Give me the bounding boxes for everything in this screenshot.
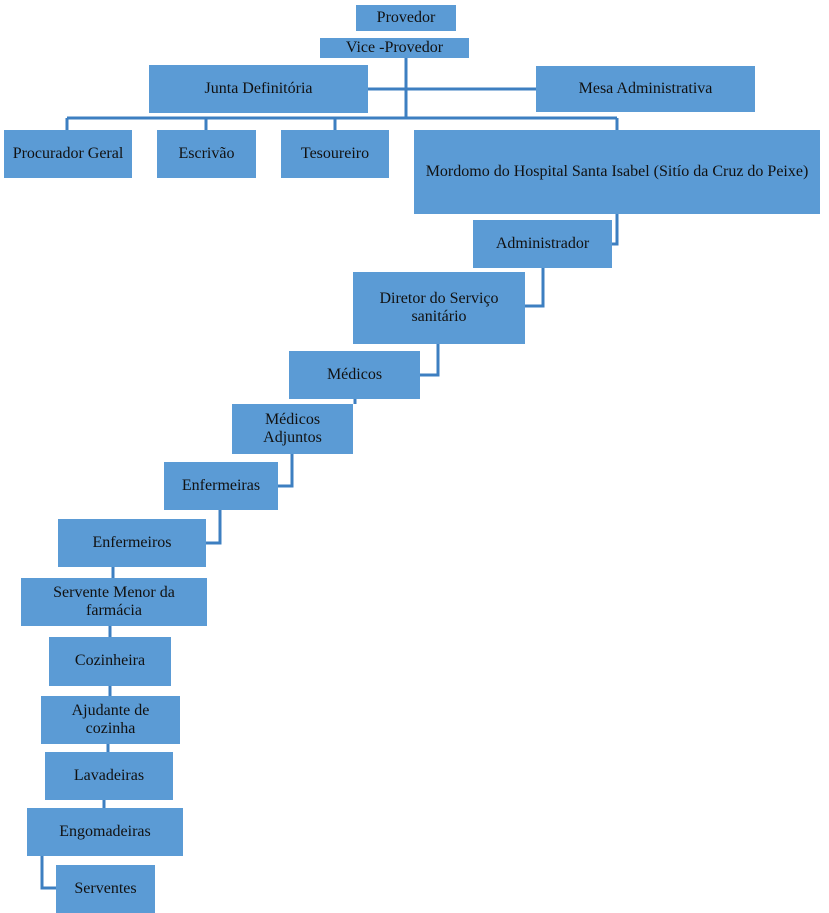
node-label: Junta Definitória	[204, 79, 313, 97]
connector-mordomo-administrador	[612, 214, 619, 246]
node-medicos-adjuntos: Médicos Adjuntos	[232, 404, 353, 454]
node-ajudante-cozinha: Ajudante de cozinha	[41, 696, 180, 744]
node-label: Procurador Geral	[12, 144, 124, 162]
node-label: Ajudante de cozinha	[71, 701, 150, 737]
connector-administrador-diretor	[525, 268, 545, 308]
node-label: Enfermeiros	[92, 533, 172, 551]
node-label: Mordomo do Hospital Santa Isabel (Sitío …	[425, 162, 809, 180]
node-label: Médicos	[326, 365, 383, 383]
node-label: Tesoureiro	[300, 144, 370, 162]
node-serventes: Serventes	[56, 865, 155, 913]
node-label: Servente Menor da farmácia	[53, 583, 175, 619]
node-label: Enfermeiras	[181, 476, 261, 494]
node-medicos: Médicos	[289, 351, 420, 399]
node-diretor-servico-sanitario: Diretor do Serviço sanitário	[353, 272, 525, 344]
node-label: Mesa Administrativa	[578, 79, 713, 97]
node-tesoureiro: Tesoureiro	[281, 130, 389, 178]
node-cozinheira: Cozinheira	[49, 637, 171, 686]
node-mesa-administrativa: Mesa Administrativa	[536, 66, 755, 112]
node-label: Diretor do Serviço sanitário	[379, 289, 499, 325]
node-enfermeiras: Enfermeiras	[164, 462, 278, 510]
node-administrador: Administrador	[473, 220, 612, 268]
node-junta-definitoria: Junta Definitória	[149, 65, 368, 113]
node-label: Provedor	[376, 8, 436, 26]
connector-adjuntos-enfermeiras	[278, 454, 294, 488]
node-engomadeiras: Engomadeiras	[27, 808, 183, 856]
node-escrivao: Escrivão	[157, 130, 256, 178]
node-label: Serventes	[74, 879, 137, 897]
node-vice-provedor: Vice -Provedor	[320, 38, 469, 58]
node-provedor: Provedor	[356, 5, 456, 31]
node-procurador-geral: Procurador Geral	[4, 130, 132, 178]
node-label: Cozinheira	[74, 652, 146, 670]
node-mordomo: Mordomo do Hospital Santa Isabel (Sitío …	[414, 130, 820, 214]
node-label: Vice -Provedor	[345, 38, 444, 56]
node-label: Médicos Adjuntos	[263, 410, 322, 446]
node-label: Administrador	[495, 234, 590, 252]
node-servente-menor-farmacia: Servente Menor da farmácia	[21, 578, 207, 626]
node-label: Lavadeiras	[73, 766, 145, 784]
node-label: Escrivão	[178, 144, 235, 162]
connector-engomadeiras-serventes	[40, 856, 56, 890]
connector-diretor-medicos	[420, 344, 440, 377]
connector-enfermeiras-enfermeiros	[206, 510, 222, 545]
node-lavadeiras: Lavadeiras	[45, 752, 173, 800]
node-enfermeiros: Enfermeiros	[58, 519, 206, 567]
node-label: Engomadeiras	[59, 822, 151, 840]
